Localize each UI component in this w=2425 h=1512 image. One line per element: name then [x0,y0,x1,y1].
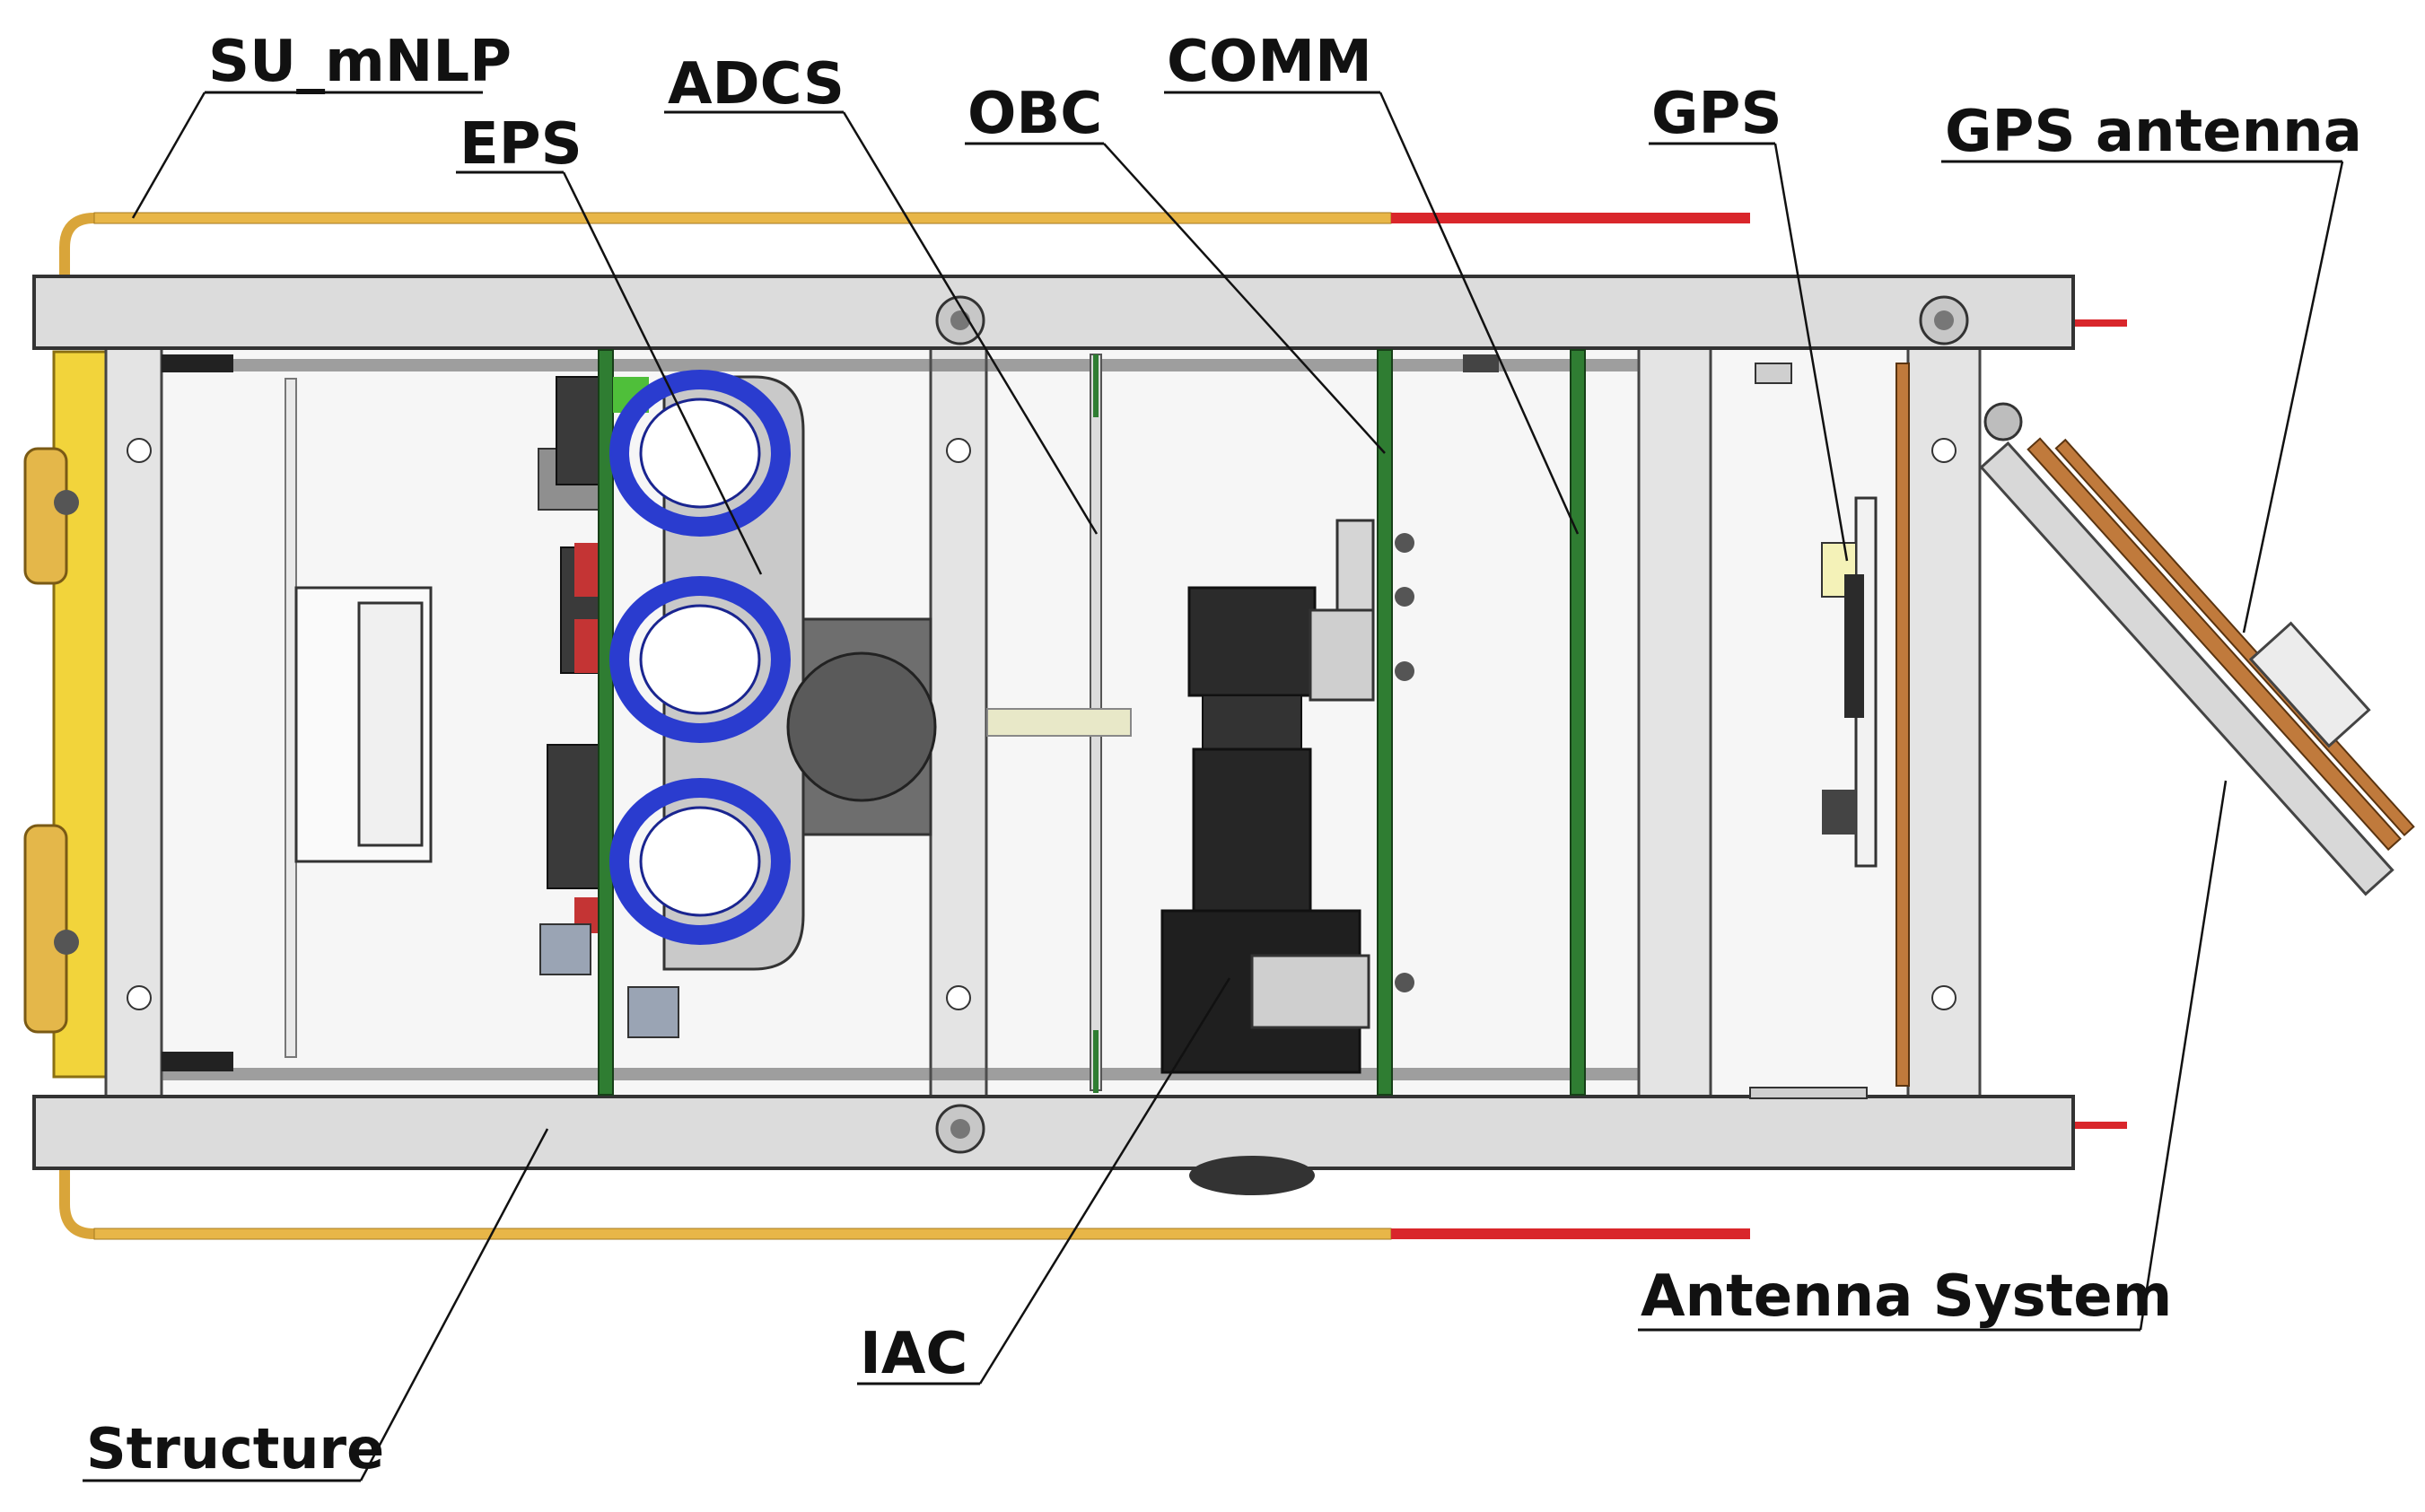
label-su-mnlp: SU_mNLP [208,29,512,95]
side-panel-left [23,350,108,1079]
label-iac: IAC [860,1321,967,1387]
label-antenna-system: Antenna System [1641,1263,2172,1330]
obc-board [986,354,1132,1093]
label-obc: OBC [967,81,1102,147]
label-gps-antenna: GPS antenna [1945,99,2362,165]
label-adcs: ADCS [668,51,845,118]
label-structure: Structure [86,1416,384,1481]
left-bay-components [162,354,433,1071]
labels: SU_mNLP EPS ADCS OBC COMM GPS GPS antenn… [86,29,2362,1481]
label-comm: COMM [1167,29,1372,95]
leader-lines [83,91,2344,1482]
comm-boards [1377,349,1586,1096]
gps-board [1749,363,1878,1099]
label-eps: EPS [460,111,582,178]
iac-camera [1160,519,1414,1195]
eps-adcs-assembly [538,349,937,1096]
label-gps: GPS [1651,81,1782,147]
antenna-system [1895,363,2415,1087]
